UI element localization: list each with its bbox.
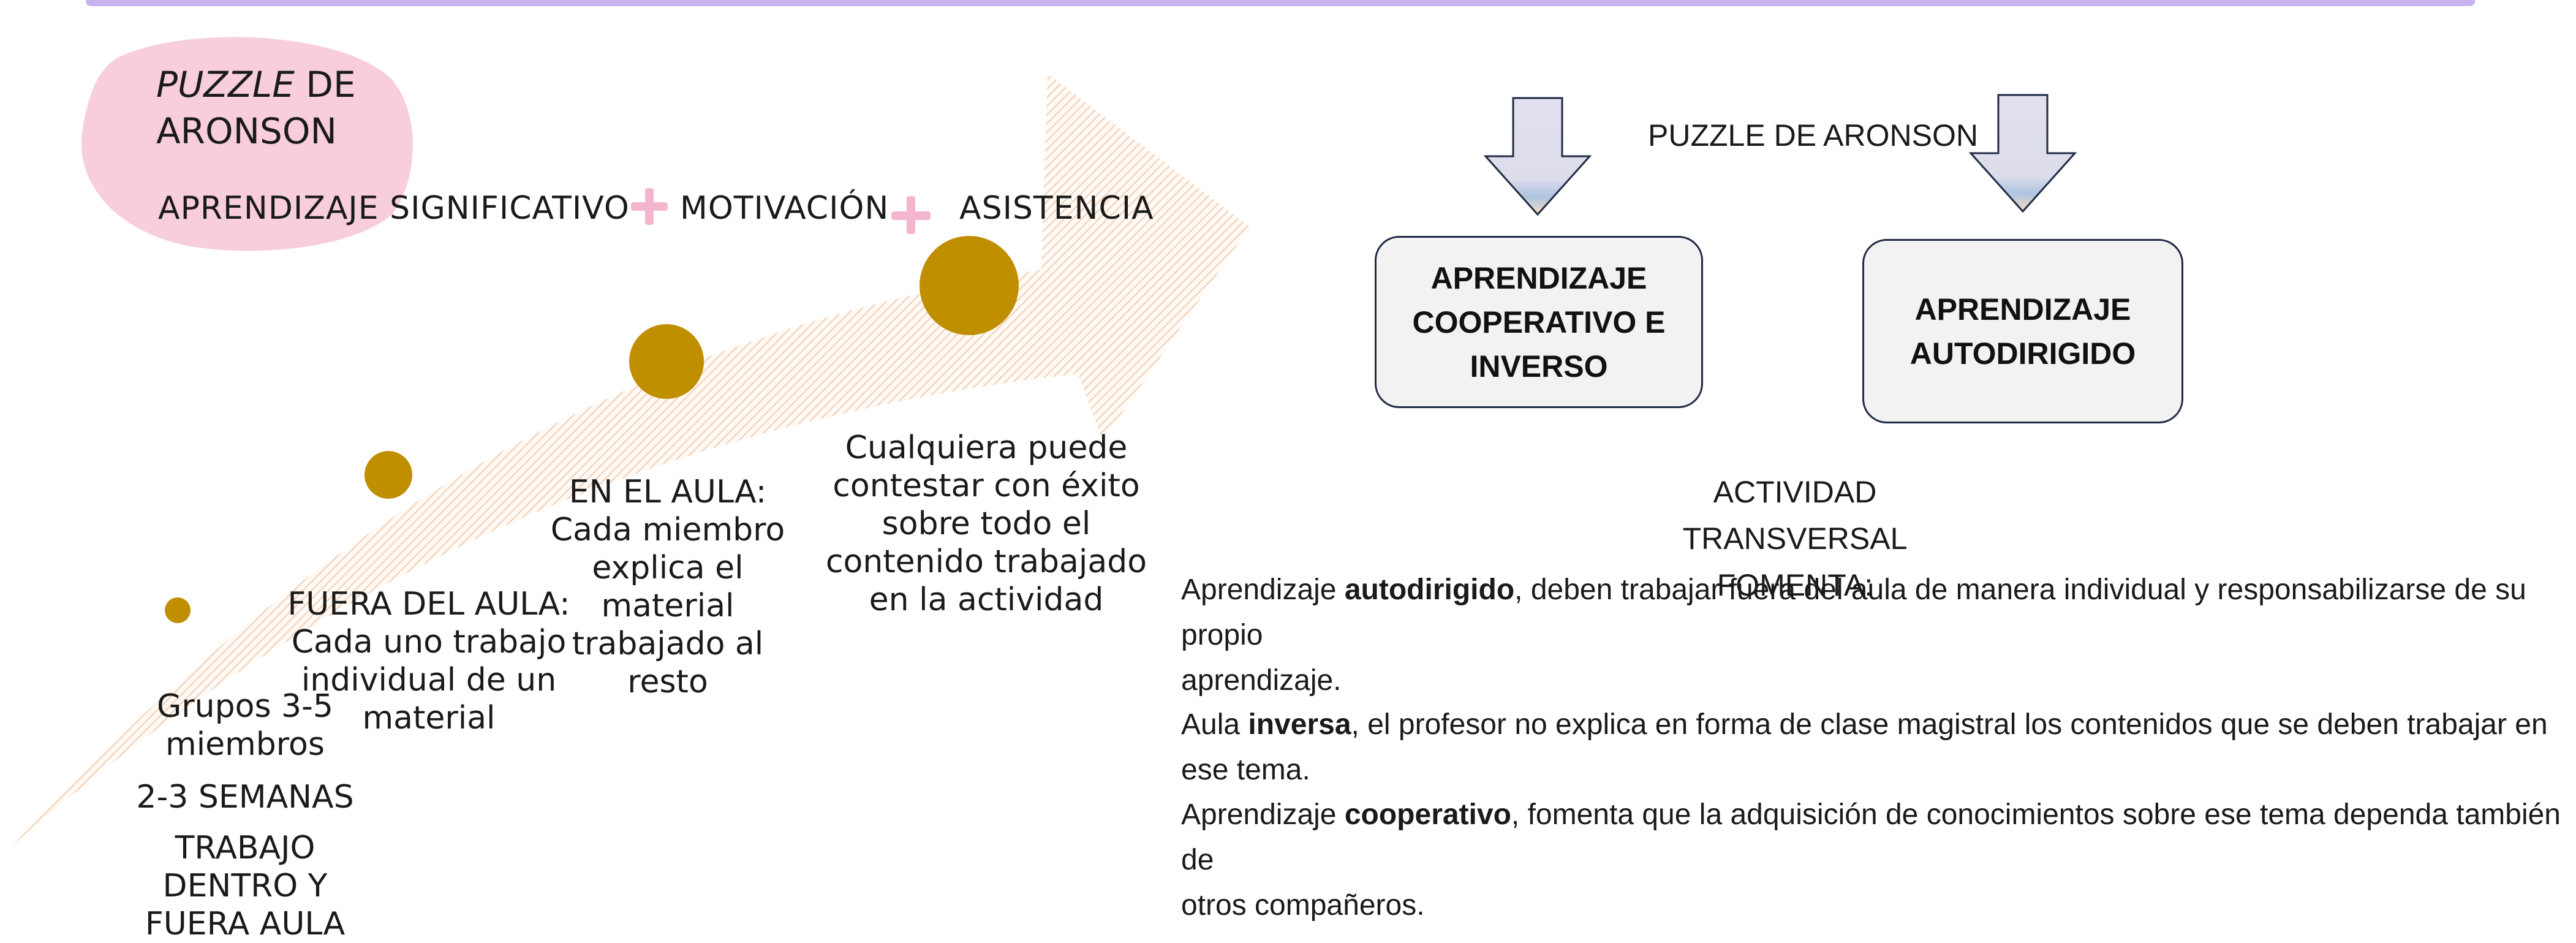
band-item-aprendizaje: APRENDIZAJE SIGNIFICATIVO [158,190,630,227]
diagram-title: PUZZLE DE ARONSON [1648,118,1978,153]
plus-icon [631,188,668,225]
down-arrow-icon [1483,97,1592,216]
step-outcome: Cualquiera puede contestar con éxito sob… [825,430,1147,618]
progress-arrow [12,74,1250,846]
timeline-dot-2 [364,451,412,499]
activity-label: ACTIVIDAD TRANSVERSAL FOMENTA: [1682,475,1908,602]
band-item-asistencia: ASISTENCIA [959,190,1154,227]
paragraph-autodirigido: Aprendizaje autodirigido, deben trabajar… [1181,574,2526,697]
down-arrow-icon [1968,94,2077,213]
title-blob [81,37,413,251]
step-outside-class: FUERA DEL AULA: Cada uno trabajo individ… [287,586,570,737]
timeline-dot-4 [920,236,1019,335]
step-groups: Grupos 3-5 miembros [156,688,333,763]
step-duration: 2-3 SEMANAS [136,779,354,816]
box-cooperativo-inverso: APRENDIZAJE COOPERATIVO E INVERSO [1375,236,1703,408]
top-accent-bar [86,0,2475,6]
plus-icon [891,196,931,234]
paragraph-cooperativo: Aprendizaje cooperativo, fomenta que la … [1181,798,2561,922]
paragraph-inversa: Aula inversa, el profesor no explica en … [1181,708,2548,786]
timeline-dot-3 [629,324,704,399]
timeline-dot-1 [165,597,191,623]
band-item-motivacion: MOTIVACIÓN [680,190,890,227]
step-work-place: TRABAJO DENTRO Y FUERA AULA [145,830,346,942]
step-in-class: EN EL AULA: Cada miembro explica el mate… [550,474,785,700]
box-autodirigido: APRENDIZAJE AUTODIRIGIDO [1862,239,2183,423]
page-title: PUZZLE DE ARONSON [156,64,356,152]
